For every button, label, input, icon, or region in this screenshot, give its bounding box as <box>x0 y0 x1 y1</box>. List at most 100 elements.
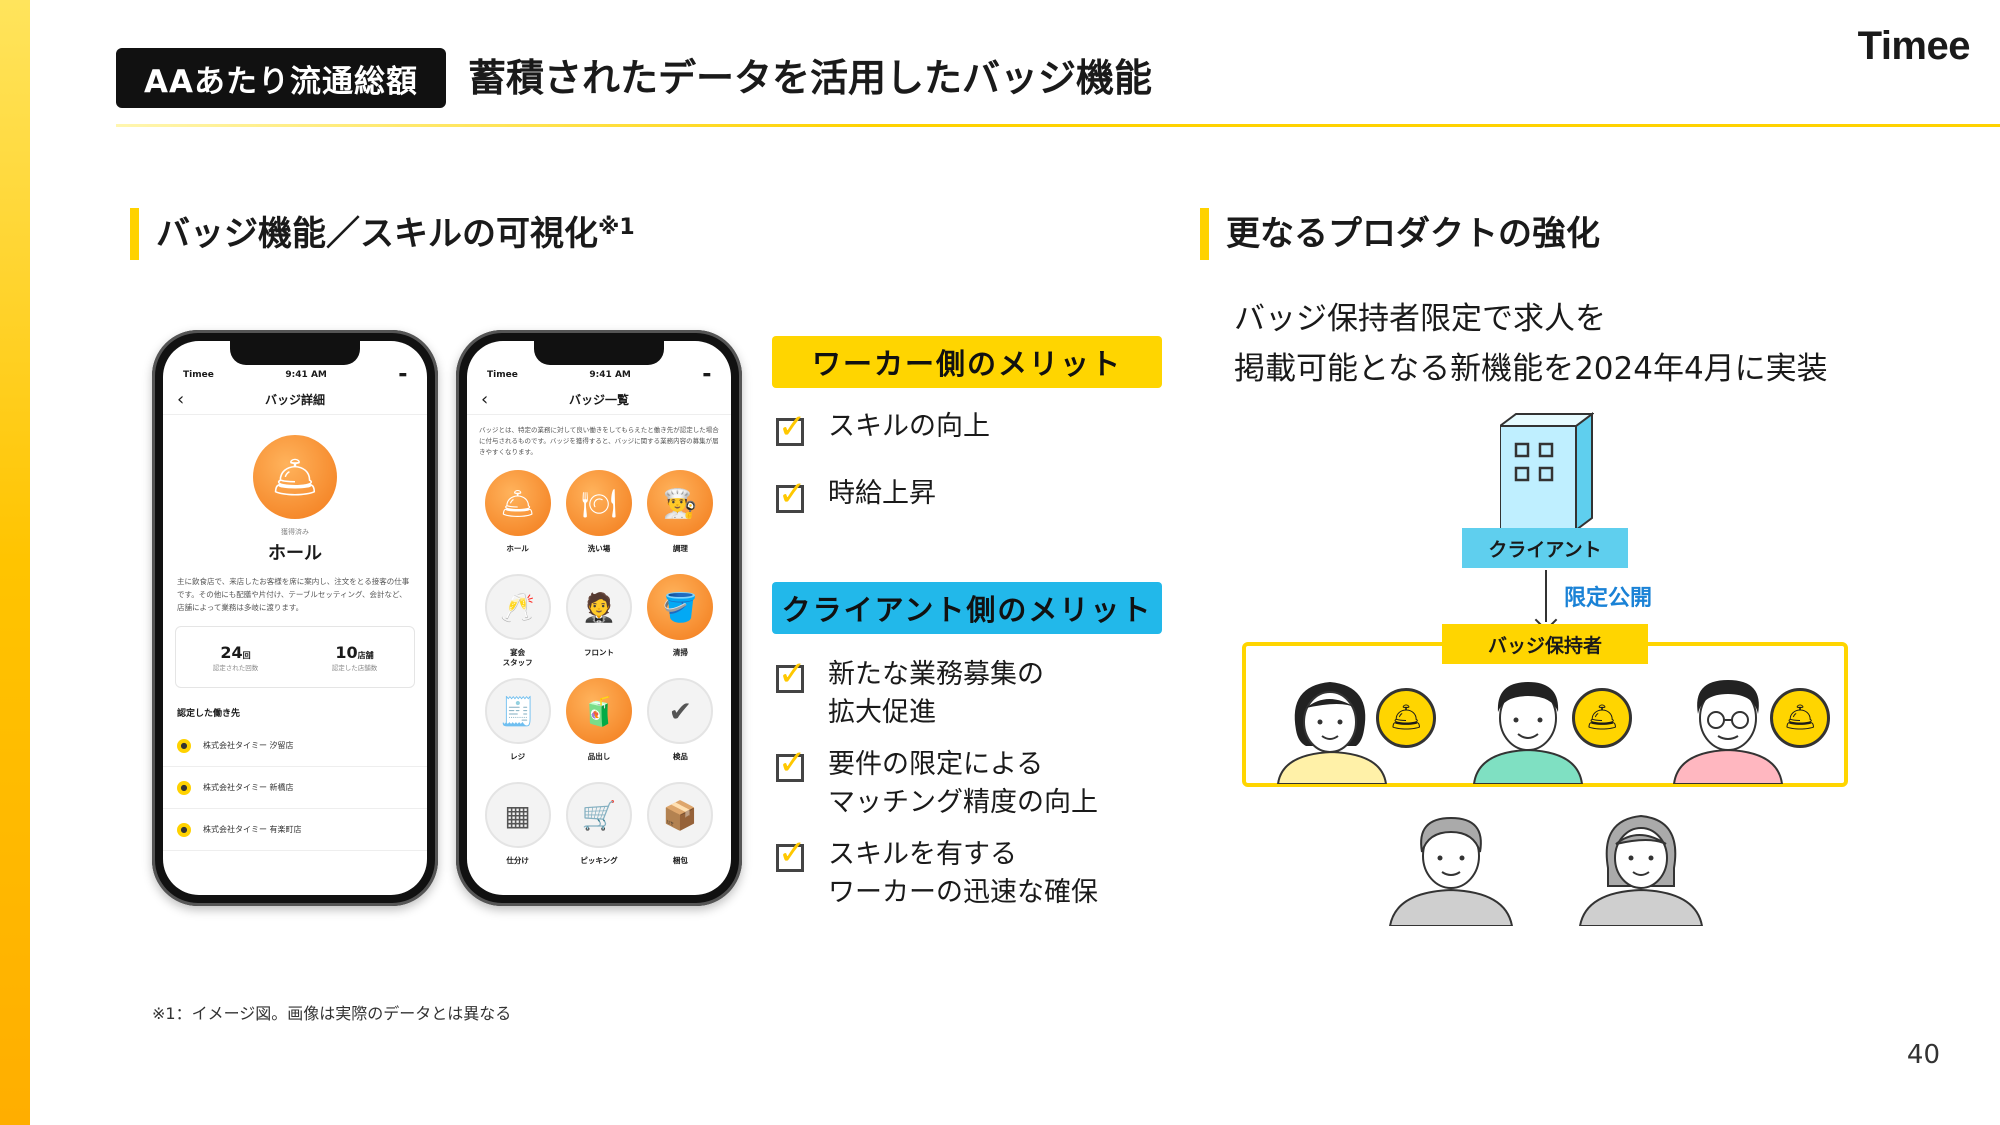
limited-release-label: 限定公開 <box>1564 586 1653 611</box>
list-item[interactable]: ●株式会社タイミー 有楽町店 <box>163 809 427 851</box>
product-section-title: 更なるプロダクトの強化 <box>1200 208 1600 260</box>
badge-label: 調理 <box>672 544 688 553</box>
badge-list-description: バッジとは、特定の業務に対して良い働きをしてもらえたと働き先が認定した場合に付与… <box>479 426 719 456</box>
check-icon: ✓ <box>776 743 807 783</box>
person-glasses-icon <box>1672 680 1784 784</box>
badge-label: 品出し <box>587 752 611 761</box>
footnote-ref: ※1 <box>598 215 635 240</box>
badge-label: ピッキング <box>580 856 618 865</box>
company-name: 株式会社タイミー 汐留店 <box>203 741 294 750</box>
badge-cell[interactable]: 👨‍🍳 調理 <box>640 470 721 570</box>
client-merit-item: 要件の限定による マッチング精度の向上 <box>828 746 1098 822</box>
left-accent-bar <box>0 0 30 1125</box>
badge-stats: 24回 認定された回数 10店舗 認定した店舗数 <box>175 626 415 688</box>
client-merit-line: スキルを有する <box>828 839 1017 870</box>
badge-name: ホール <box>268 543 322 564</box>
stat-count-label: 認定された回数 <box>212 663 259 672</box>
arrow-down-icon <box>1545 570 1547 622</box>
badge-cell[interactable]: 🛎ホール <box>477 470 558 570</box>
phone-badge-detail: Timee 9:41 AM ▬ ‹ バッジ詳細 🛎 獲得済み ホール 主に飲食店… <box>152 330 438 906</box>
list-item[interactable]: ● 株式会社タイミー 新橋店 <box>163 767 427 809</box>
nav-bar: ‹ バッジ詳細 <box>163 385 427 415</box>
worker-merit-heading: ワーカー側のメリット <box>772 336 1162 388</box>
client-merit-line: 新たな業務募集の <box>828 659 1044 690</box>
badge-cell[interactable]: ✔ 検品 <box>640 678 721 778</box>
client-merit-line: 要件の限定による <box>828 749 1044 780</box>
badge-label: ホール <box>506 544 529 553</box>
stat-count-unit: 回 <box>242 650 251 660</box>
badge-label: レジ <box>510 752 526 761</box>
product-description: バッジ保持者限定で求人を 掲載可能となる新機能を2024年4月に実装 <box>1234 294 1828 394</box>
stat-stores-unit: 店舗 <box>357 650 374 660</box>
building-icon <box>1500 412 1594 530</box>
toast-icon: 🥂 <box>484 574 551 640</box>
badge-cell[interactable]: 🧃品出し <box>558 678 639 778</box>
badge-cell[interactable]: 📦梱包 <box>640 782 721 882</box>
acquired-label: 獲得済み <box>281 528 309 536</box>
status-time: 9:41 AM <box>589 370 631 380</box>
badge-label: 洗い場 <box>587 544 611 553</box>
badge-cell[interactable]: 🛒 ピッキング <box>558 782 639 882</box>
phone-badge-list: Timee 9:41 AM ▬ ‹ バッジ一覧 バッジとは、特定の業務に対して良… <box>456 330 742 906</box>
back-arrow-icon[interactable]: ‹ <box>481 389 489 410</box>
timee-icon: ● <box>177 780 191 795</box>
page-number: 40 <box>1906 1040 1940 1070</box>
badge-cell[interactable]: ▦ 仕分け <box>477 782 558 882</box>
battery-icon: ▬ <box>702 370 711 380</box>
check-icon: ✓ <box>776 654 807 694</box>
phone-notch <box>534 341 664 365</box>
cart-icon: 🛒 <box>565 782 632 848</box>
phone-screen: Timee 9:41 AM ▬ ‹ バッジ詳細 🛎 獲得済み ホール 主に飲食店… <box>163 341 427 895</box>
timee-icon: ● <box>177 738 191 753</box>
back-arrow-icon[interactable]: ‹ <box>177 389 185 410</box>
product-description-line: 掲載可能となる新機能を2024年4月に実装 <box>1234 351 1828 387</box>
badge-medal-icon: 🛎 <box>1572 688 1632 748</box>
badge-cell[interactable]: 🤵フロント <box>558 574 639 674</box>
client-merit-line: マッチング精度の向上 <box>828 787 1098 818</box>
badge-cell[interactable]: 🪣 清掃 <box>640 574 721 674</box>
badge-label: 検品 <box>672 752 688 761</box>
stat-stores-num: 10 <box>335 642 358 662</box>
client-merit-item: 新たな業務募集の 拡大促進 <box>828 656 1044 732</box>
inspection-icon: ✔ <box>647 678 714 744</box>
status-bar: Timee 9:41 AM ▬ <box>163 341 427 385</box>
phone-notch <box>230 341 360 365</box>
badge-section-title: バッジ機能／スキルの可視化※1 <box>130 208 635 260</box>
package-icon: 📦 <box>647 782 714 848</box>
badge-section-title-text: バッジ機能／スキルの可視化 <box>156 214 598 254</box>
client-merit-item: スキルを有する ワーカーの迅速な確保 <box>828 836 1098 912</box>
concierge-icon: 🤵 <box>565 574 632 640</box>
worker-merit-item: スキルの向上 <box>828 411 990 442</box>
badge-cell[interactable]: 🧾レジ <box>477 678 558 778</box>
client-merit-line: 拡大促進 <box>828 697 936 728</box>
badge-cell[interactable]: 🍽 洗い場 <box>558 470 639 570</box>
person-gray-woman-icon <box>1578 814 1704 926</box>
nav-bar: ‹ バッジ一覧 <box>467 385 731 415</box>
timee-icon: ● <box>177 822 191 837</box>
person-woman-icon <box>1276 682 1388 784</box>
phone-screen: Timee 9:41 AM ▬ ‹ バッジ一覧 バッジとは、特定の業務に対して良… <box>467 341 731 895</box>
badge-cell[interactable]: 🥂 宴会 スタッフ <box>477 574 558 674</box>
stat-stores-label: 認定した店舗数 <box>331 663 378 672</box>
page-title: 蓄積されたデータを活用したバッジ機能 <box>468 56 1153 100</box>
badge-label: 仕分け <box>506 856 529 865</box>
person-man-icon <box>1472 682 1584 784</box>
timee-logo: Timee <box>1857 24 1971 68</box>
chef-hat-icon: 👨‍🍳 <box>647 470 714 536</box>
badge-label: 清掃 <box>672 648 688 657</box>
status-carrier: Timee <box>487 370 518 380</box>
boxes-icon: ▦ <box>484 782 551 848</box>
company-name: 株式会社タイミー 新橋店 <box>203 783 294 792</box>
list-item[interactable]: ● 株式会社タイミー 汐留店 <box>163 725 427 767</box>
badge-label: 宴会 スタッフ <box>502 648 533 667</box>
bucket-icon: 🪣 <box>647 574 714 640</box>
status-carrier: Timee <box>183 370 214 380</box>
badge-grid: 🛎ホール🍽 洗い場 👨‍🍳 調理 🥂 宴会 スタッフ 🤵フロント🪣 清掃 🧾レジ🧃品出し✔ 検品 ▦… <box>467 458 731 882</box>
footnote: ※1：イメージ図。画像は実際のデータとは異なる <box>152 1004 512 1023</box>
header-divider <box>116 124 2000 127</box>
stat-count-num: 24 <box>220 642 243 662</box>
worker-merit-item: 時給上昇 <box>828 478 936 509</box>
dish-icon: 🍽 <box>565 470 632 536</box>
certified-list-label: 認定した働き先 <box>177 709 241 719</box>
status-time: 9:41 AM <box>285 370 327 380</box>
